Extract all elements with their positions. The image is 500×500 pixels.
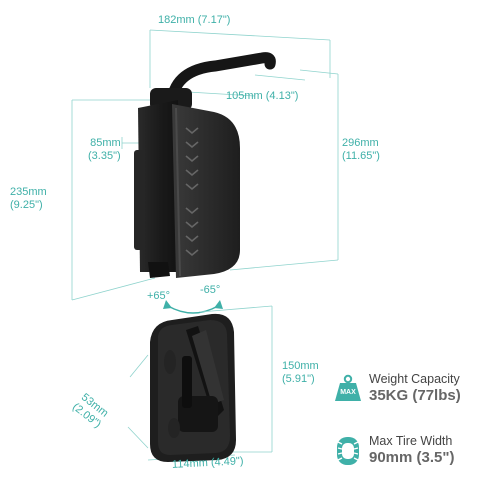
dimension-lines-top: [71, 29, 339, 301]
weight-icon: MAX: [333, 374, 363, 404]
tire-icon: [333, 436, 363, 466]
spec-label: Weight Capacity: [369, 372, 460, 386]
dim-rotation-right: -65°: [200, 284, 221, 296]
bike-hanger-top-view: [134, 52, 276, 278]
dim-total-height: 296mm (11.65"): [342, 137, 380, 162]
spec-weight-capacity: MAX Weight Capacity 35KG (77lbs): [333, 372, 461, 405]
dim-top-width: 182mm (7.17"): [158, 14, 231, 26]
dim-rotation-left: +65°: [147, 290, 171, 302]
spec-value: 90mm (3.5"): [369, 449, 455, 466]
wall-plate-view: [150, 313, 236, 462]
weight-icon-label: MAX: [340, 388, 356, 396]
rotation-arc: [163, 300, 223, 314]
dim-hook-depth: 105mm (4.13"): [226, 90, 299, 102]
spec-value: 35KG (77lbs): [369, 387, 461, 404]
dim-body-height: 235mm (9.25"): [10, 186, 47, 211]
spec-label: Max Tire Width: [369, 434, 453, 448]
spec-max-tire-width: Max Tire Width 90mm (3.5"): [333, 434, 454, 467]
dim-body-width: 85mm (3.35"): [88, 137, 121, 162]
dim-plate-height: 150mm (5.91"): [282, 360, 319, 385]
